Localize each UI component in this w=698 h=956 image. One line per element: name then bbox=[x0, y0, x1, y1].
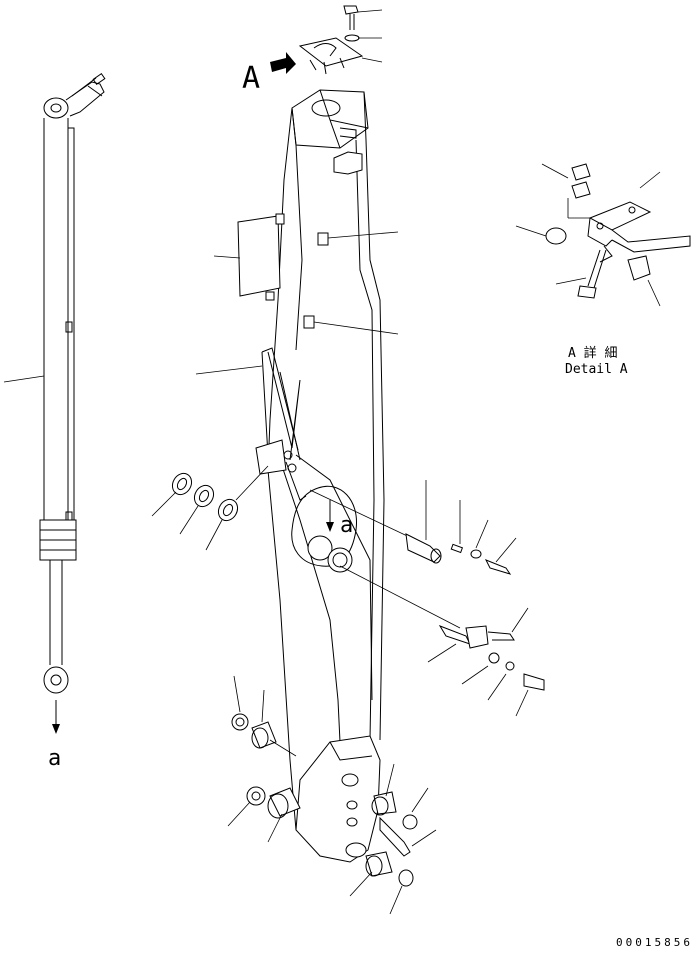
lower-pin-set bbox=[339, 565, 545, 717]
detail-a-assembly bbox=[515, 163, 691, 307]
view-label-a: A bbox=[242, 61, 260, 96]
leader-lines-right bbox=[313, 231, 399, 335]
arm-structure bbox=[237, 89, 385, 863]
bottom-bushings bbox=[227, 675, 437, 915]
drawing-number: 00015856 bbox=[616, 936, 693, 949]
top-cover-plate bbox=[270, 5, 383, 75]
shim-washers bbox=[151, 465, 269, 551]
upper-pin-set bbox=[309, 480, 517, 575]
leader-lines-left bbox=[195, 255, 263, 375]
hydraulic-cylinder bbox=[3, 72, 106, 734]
detail-title-jp: A 詳 細 bbox=[568, 345, 617, 361]
detail-title-en: Detail A bbox=[565, 362, 628, 377]
section-label-main: a bbox=[340, 513, 353, 538]
section-label-cylinder: a bbox=[48, 746, 61, 771]
